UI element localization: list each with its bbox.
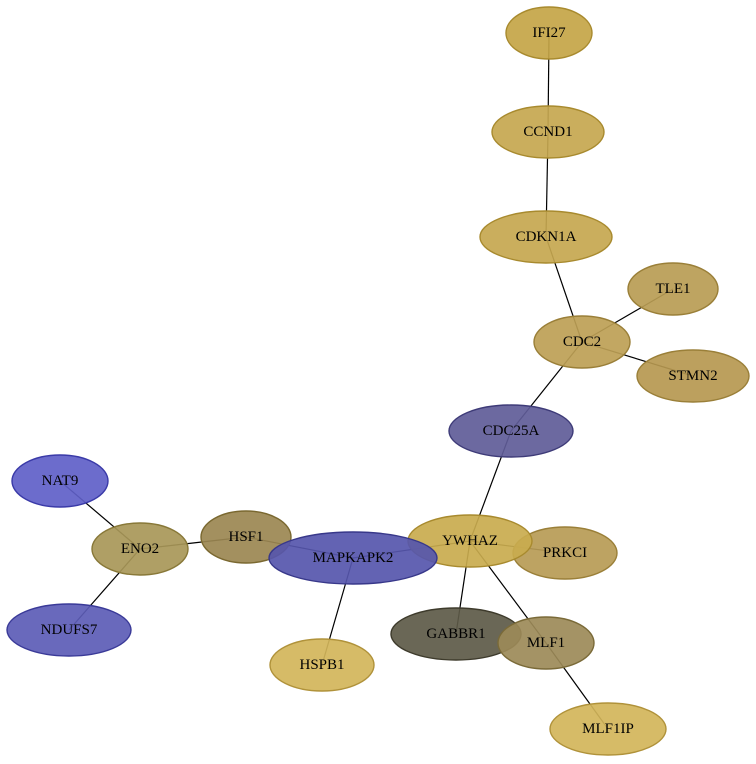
- node-label: IFI27: [532, 25, 566, 41]
- node-ellipse: [533, 315, 631, 369]
- node-label: CDKN1A: [516, 229, 577, 245]
- node-label: YWHAZ: [442, 533, 498, 549]
- node-hsf1[interactable]: HSF1: [200, 510, 292, 564]
- node-ellipse: [497, 616, 595, 670]
- node-label: NDUFS7: [41, 622, 98, 638]
- node-ccnd1[interactable]: CCND1: [491, 105, 605, 159]
- node-cdkn1a[interactable]: CDKN1A: [479, 210, 613, 264]
- node-label: HSPB1: [299, 657, 344, 673]
- node-ellipse: [549, 702, 667, 756]
- node-ellipse: [479, 210, 613, 264]
- node-gabbr1[interactable]: GABBR1: [390, 607, 522, 661]
- node-hspb1[interactable]: HSPB1: [269, 638, 375, 692]
- node-ellipse: [91, 522, 189, 576]
- node-label: MLF1: [527, 635, 565, 651]
- node-label: TLE1: [656, 281, 691, 297]
- node-mapkapk2[interactable]: MAPKAPK2: [268, 531, 438, 585]
- node-prkci[interactable]: PRKCI: [512, 526, 618, 580]
- node-label: HSF1: [228, 529, 263, 545]
- node-label: PRKCI: [543, 545, 587, 561]
- node-ellipse: [448, 404, 574, 458]
- node-ellipse: [268, 531, 438, 585]
- node-ellipse: [11, 454, 109, 508]
- node-label: NAT9: [42, 473, 79, 489]
- node-ellipse: [636, 349, 750, 403]
- node-ellipse: [269, 638, 375, 692]
- node-nat9[interactable]: NAT9: [11, 454, 109, 508]
- node-eno2[interactable]: ENO2: [91, 522, 189, 576]
- node-label: ENO2: [121, 541, 159, 557]
- node-mlf1ip[interactable]: MLF1IP: [549, 702, 667, 756]
- node-label: CDC2: [563, 334, 601, 350]
- node-ellipse: [6, 603, 132, 657]
- node-cdc2[interactable]: CDC2: [533, 315, 631, 369]
- node-mlf1[interactable]: MLF1: [497, 616, 595, 670]
- node-cdc25a[interactable]: CDC25A: [448, 404, 574, 458]
- node-ellipse: [491, 105, 605, 159]
- node-stmn2[interactable]: STMN2: [636, 349, 750, 403]
- node-label: CDC25A: [483, 423, 540, 439]
- node-label: GABBR1: [426, 626, 485, 642]
- node-ellipse: [200, 510, 292, 564]
- node-label: CCND1: [523, 124, 572, 140]
- node-ellipse: [505, 6, 593, 60]
- node-ifi27[interactable]: IFI27: [505, 6, 593, 60]
- node-tle1[interactable]: TLE1: [627, 262, 719, 316]
- node-label: MAPKAPK2: [313, 550, 394, 566]
- node-ellipse: [627, 262, 719, 316]
- node-label: MLF1IP: [582, 721, 634, 737]
- node-ndufs7[interactable]: NDUFS7: [6, 603, 132, 657]
- node-label: STMN2: [668, 368, 717, 384]
